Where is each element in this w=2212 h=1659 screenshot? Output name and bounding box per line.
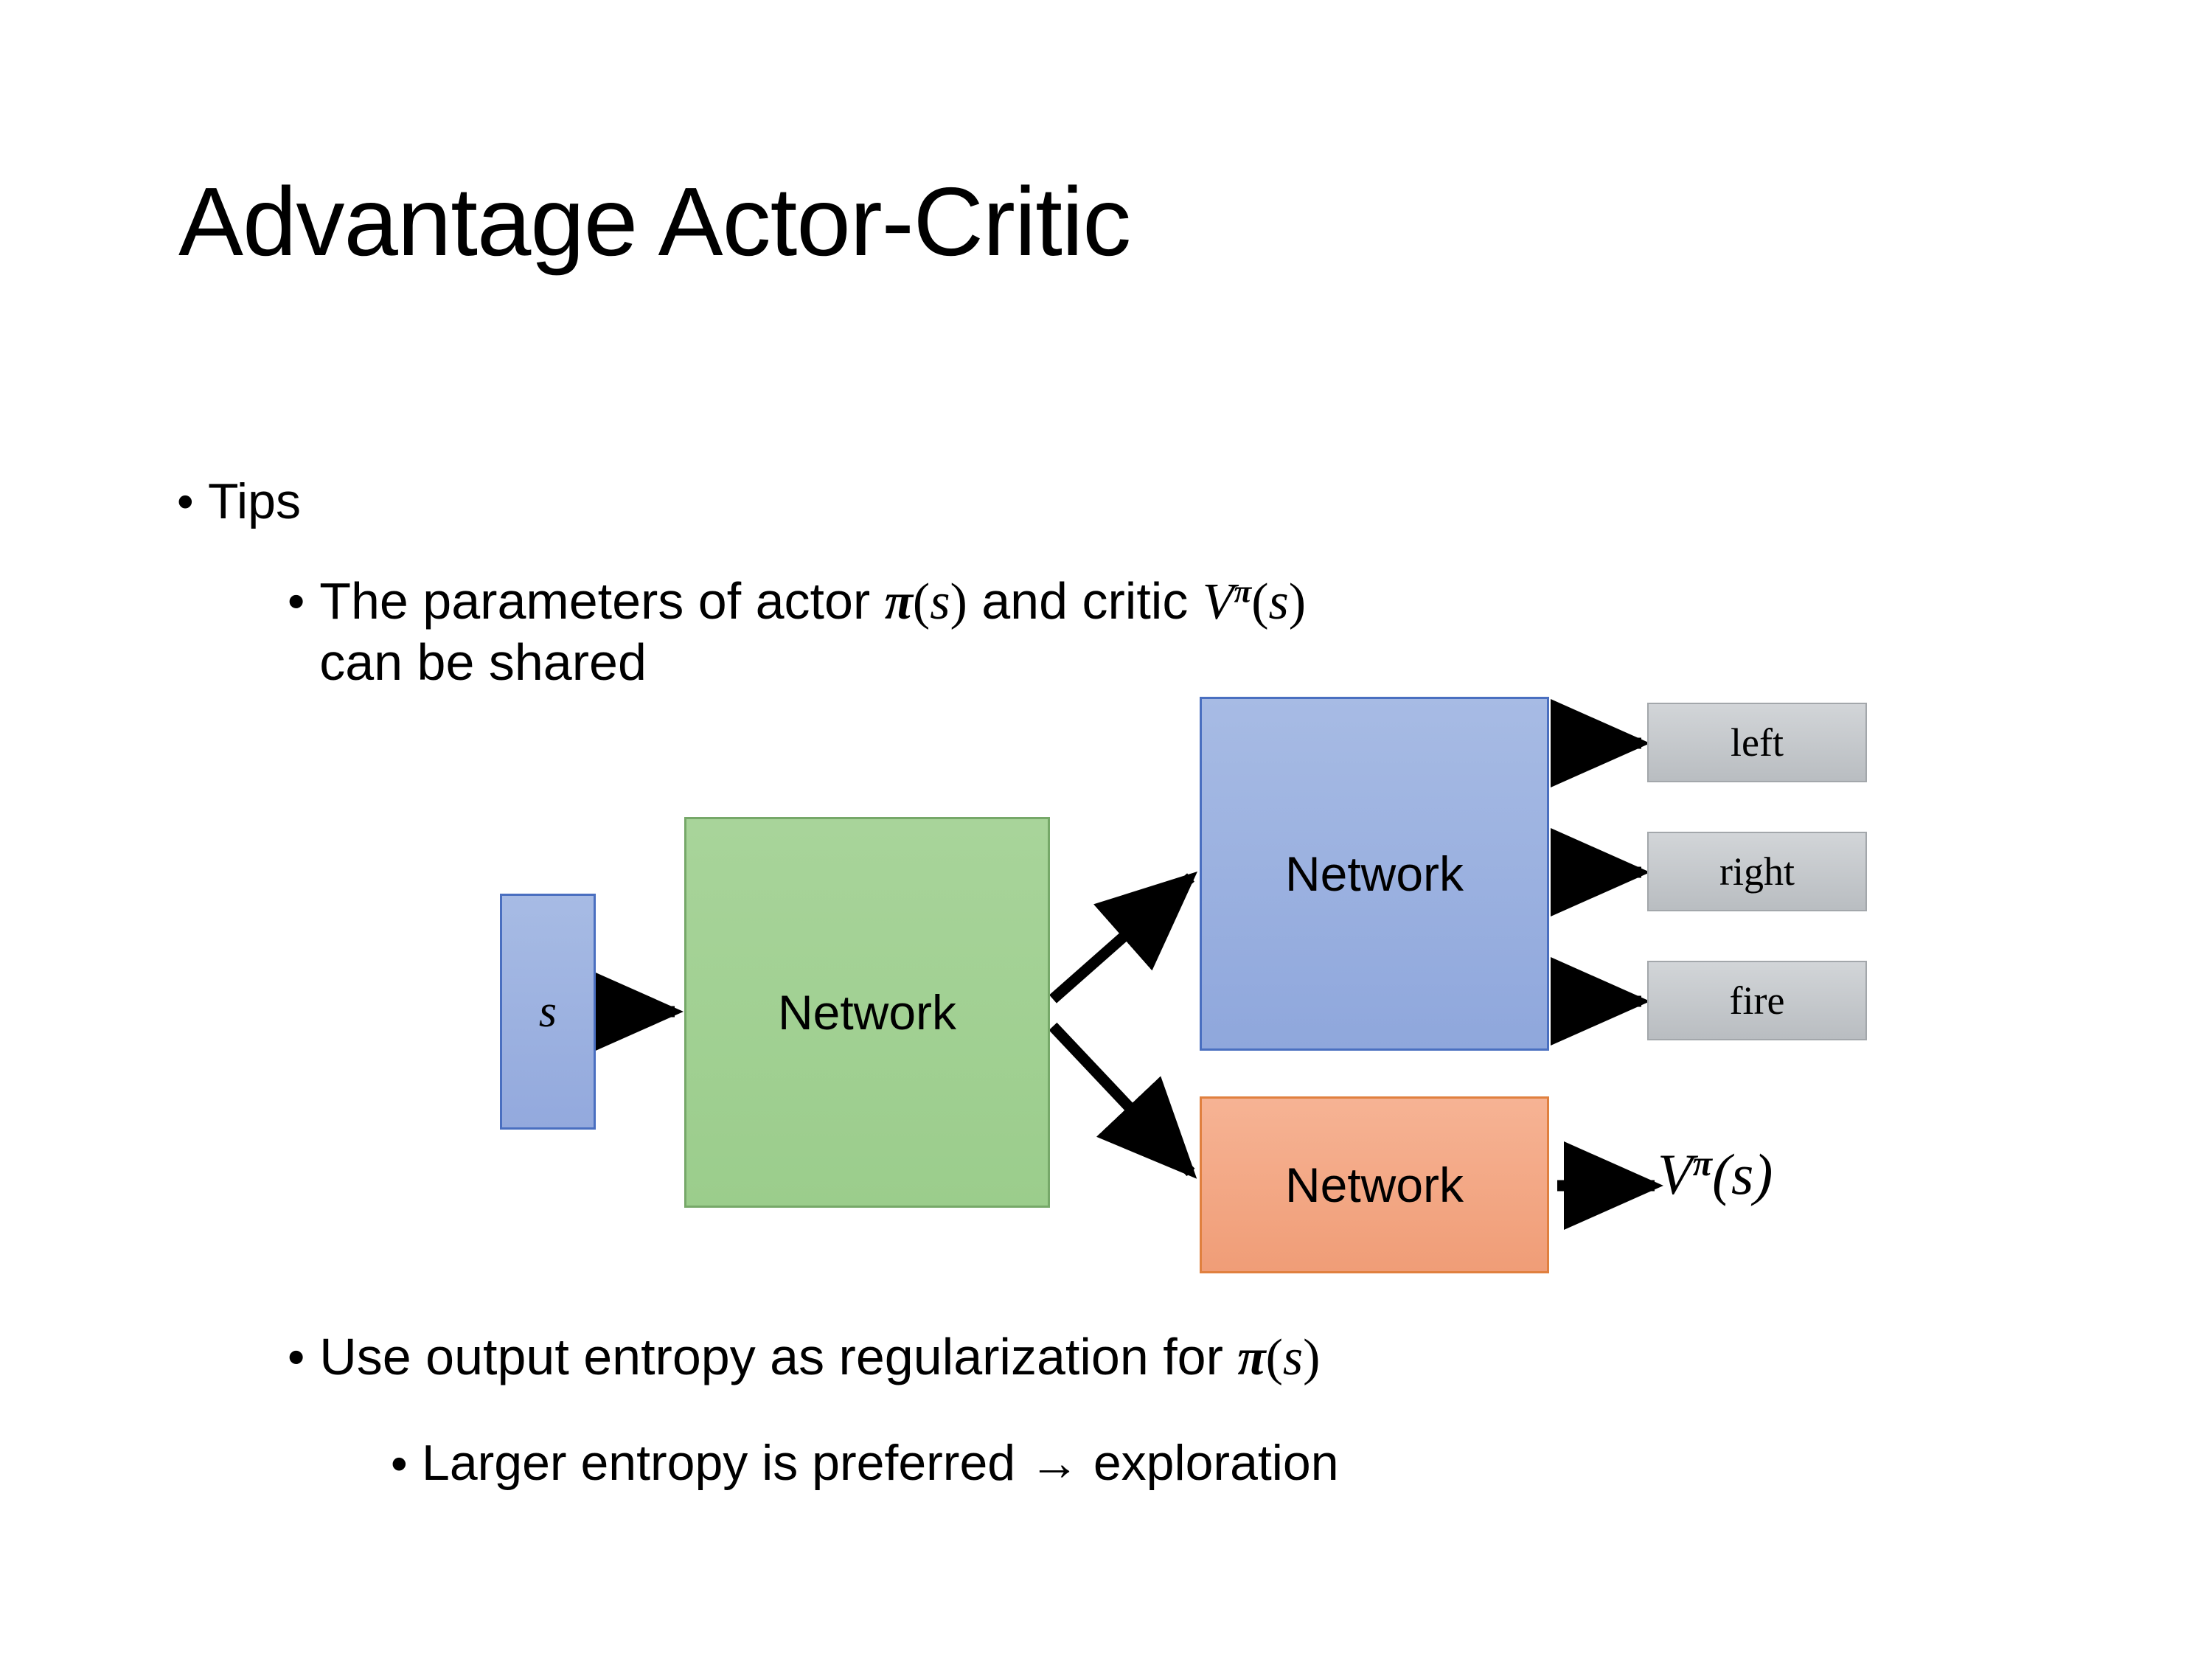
actor-network-label: Network	[1284, 846, 1464, 901]
bullet-dot-icon: •	[391, 1436, 408, 1490]
value-output-base: V	[1658, 1142, 1693, 1206]
state-input-box: s	[500, 894, 596, 1130]
bullet-tips: • Tips	[177, 472, 301, 531]
value-function-output-label: Vπ(s)	[1658, 1141, 1773, 1208]
entropy-policy-math: π(s)	[1237, 1329, 1321, 1386]
bullet-larger-entropy: • Larger entropy is preferred → explorat…	[391, 1434, 1339, 1493]
critic-value-superscript: π	[1234, 574, 1252, 610]
bullet-entropy-regularization: • Use output entropy as regularization f…	[288, 1327, 1320, 1388]
shared-network-box: Network	[684, 817, 1050, 1208]
bullet-dot-icon: •	[288, 1329, 305, 1385]
page-title: Advantage Actor-Critic	[178, 167, 1131, 276]
actor-policy-math: π(s)	[884, 574, 967, 630]
arrow-shared-to-actor	[1049, 872, 1197, 1004]
bullet-shared-parameters: • The parameters of actor π(s) and criti…	[288, 571, 1983, 693]
critic-network-label: Network	[1284, 1158, 1464, 1212]
value-output-superscript: π	[1692, 1144, 1713, 1183]
critic-value-base: V	[1202, 574, 1234, 630]
shared-text-part-3: can be shared	[319, 633, 647, 691]
bullet-dot-icon: •	[177, 474, 194, 528]
shared-network-label: Network	[777, 985, 957, 1040]
action-box-fire: fire	[1647, 961, 1867, 1040]
bullet-tips-label: Tips	[208, 473, 301, 529]
entropy-text-part-1: Use output entropy as regularization for	[319, 1328, 1238, 1385]
bullet-dot-icon: •	[288, 574, 305, 629]
action-label-fire: fire	[1729, 978, 1785, 1023]
action-label-left: left	[1731, 720, 1784, 765]
bullet-larger-entropy-label: Larger entropy is preferred → exploratio…	[422, 1435, 1339, 1491]
critic-value-math: Vπ(s)	[1202, 574, 1307, 630]
action-box-left: left	[1647, 703, 1867, 782]
shared-text-part-2: and critic	[967, 572, 1203, 630]
shared-text-part-1: The parameters of actor	[319, 572, 885, 630]
actor-network-box: Network	[1200, 697, 1549, 1051]
arrow-shared-to-critic	[1048, 1022, 1197, 1179]
critic-network-box: Network	[1200, 1096, 1549, 1273]
value-output-argument: (s)	[1712, 1142, 1773, 1206]
bullet-shared-parameters-text: The parameters of actor π(s) and critic …	[319, 571, 1983, 693]
action-label-right: right	[1719, 849, 1795, 894]
action-box-right: right	[1647, 832, 1867, 911]
bullet-entropy-text: Use output entropy as regularization for…	[319, 1327, 1320, 1388]
state-input-label: s	[538, 986, 557, 1037]
